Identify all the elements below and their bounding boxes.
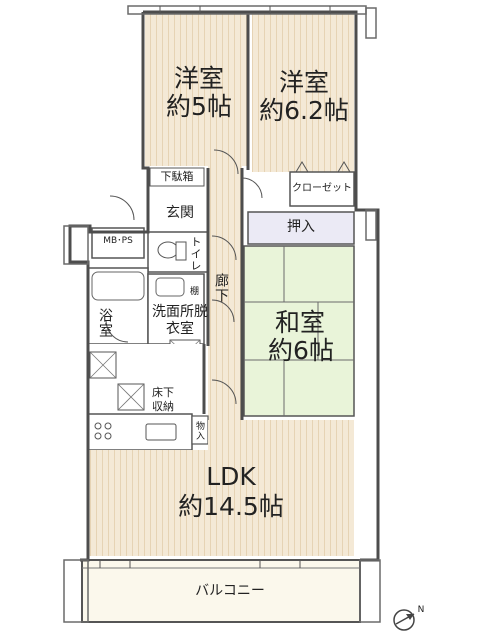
corridor-label: 廊下 (213, 273, 229, 303)
ldk-size: 約14.5帖 (178, 492, 284, 521)
balcony-area (81, 559, 361, 623)
toilet-label: トイレ (189, 236, 202, 272)
western-room-1 (145, 14, 248, 166)
western-room-2-size: 約6.2帖 (259, 96, 349, 125)
western-room-2 (252, 14, 354, 172)
corridor-area (208, 166, 242, 420)
western-room-1-name: 洋室 (173, 64, 224, 93)
japanese-room-size: 約6帖 (268, 336, 334, 365)
closet-label: クローゼット (292, 183, 352, 194)
entrance-area (150, 198, 208, 230)
shoe-box-label: 下駄箱 (160, 170, 194, 183)
storage-label: 物入 (194, 421, 204, 441)
shoe-box-area (149, 167, 205, 187)
shelf-label: 棚 (188, 286, 198, 296)
japanese-room-name: 和室 (274, 308, 325, 337)
western-room-1-size: 約5帖 (166, 92, 232, 121)
compass-north-label: N (417, 605, 425, 615)
oshiire-label: 押入 (287, 219, 315, 235)
bath-label: 浴室 (97, 308, 113, 338)
japanese-room (243, 245, 355, 417)
ldk-name: LDK (206, 462, 256, 491)
underfloor-storage-label: 床下収納 (152, 386, 174, 413)
ldk-area (88, 450, 354, 556)
washroom-label: 洗面所脱衣室 (152, 304, 208, 337)
balcony-label: バルコニー (195, 583, 265, 599)
western-room-2-name: 洋室 (278, 68, 329, 97)
compass (393, 609, 415, 631)
mbps-label: MB･PS (103, 236, 133, 246)
closet-area (289, 171, 355, 207)
entrance-label: 玄関 (166, 205, 194, 221)
oshiire-area (247, 211, 355, 245)
